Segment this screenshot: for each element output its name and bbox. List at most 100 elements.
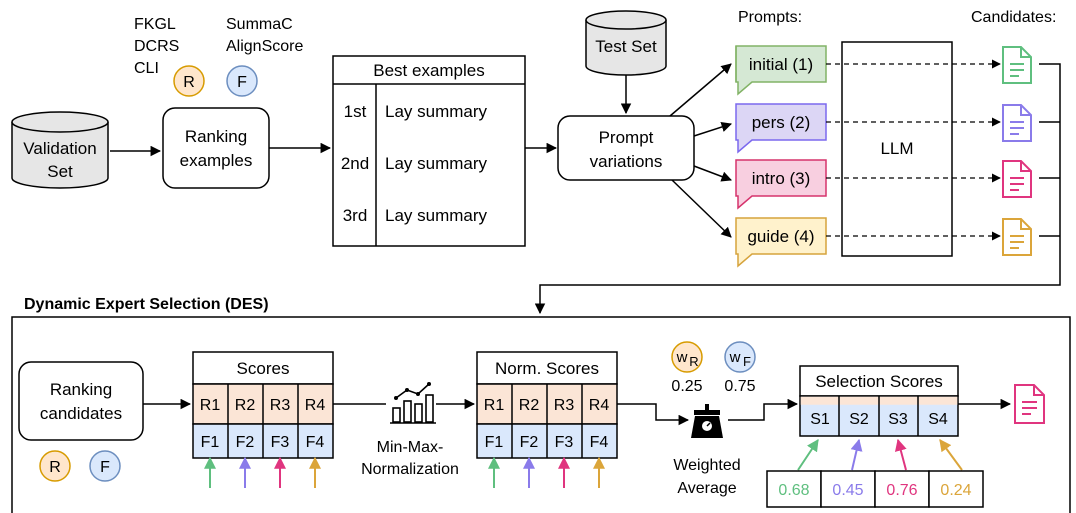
- scores-r1: R1: [200, 397, 221, 414]
- weight-f-badge: w F: [724, 341, 756, 373]
- scores-colored-arrows: [204, 456, 321, 488]
- badge-f-top: F: [226, 65, 258, 97]
- result-value-4: 0.24: [940, 482, 971, 499]
- badge-r-des-label: R: [49, 459, 61, 476]
- llm-box: LLM: [841, 41, 953, 257]
- llm-label: LLM: [880, 139, 913, 158]
- best-rank-1: 1st: [344, 102, 367, 121]
- metrics-f-list: SummaC AlignScore: [226, 16, 303, 55]
- prompt-label-1: initial (1): [749, 55, 813, 74]
- scale-icon: [691, 404, 723, 438]
- weight-r-symbol: w: [676, 349, 688, 366]
- prompt-initial: initial (1): [735, 45, 827, 96]
- test-set-label: Test Set: [595, 37, 657, 56]
- weighted-average-line2: Average: [677, 480, 736, 497]
- scores-r2: R2: [235, 397, 256, 414]
- scores-r4: R4: [305, 397, 326, 414]
- prompt-variations-box: Prompt variations: [557, 115, 695, 181]
- connector-to-des: [534, 63, 1061, 315]
- prompt-fan-arrows: [669, 63, 732, 238]
- validation-set-cylinder: Validation Set: [11, 111, 109, 189]
- bar-chart-icon: [386, 382, 436, 426]
- best-rank-2: 2nd: [341, 154, 369, 173]
- prompt-label-4: guide (4): [747, 227, 814, 246]
- scores-table: Scores R1 R2 R3 R4 F1 F2 F3 F4: [192, 351, 334, 459]
- selection-s4: S4: [928, 411, 948, 428]
- prompt-pers: pers (2): [735, 103, 827, 154]
- metric-fkgl: FKGL: [134, 16, 176, 33]
- metric-cli: CLI: [134, 60, 159, 77]
- norm-f2: F2: [520, 434, 539, 451]
- selection-colored-arrows: [797, 438, 963, 471]
- weight-r-value: 0.25: [671, 378, 702, 395]
- norm-scores-title: Norm. Scores: [495, 359, 599, 378]
- ranking-candidates-line2: candidates: [40, 404, 122, 423]
- metric-summac: SummaC: [226, 16, 293, 33]
- scores-f2: F2: [236, 434, 255, 451]
- badge-r-des: R: [39, 450, 71, 482]
- best-rank-3: 3rd: [343, 206, 368, 225]
- prompt-guide: guide (4): [735, 217, 827, 268]
- validation-set-line1: Validation: [23, 139, 96, 158]
- weight-r-badge: w R: [671, 341, 703, 373]
- weighted-average-line1: Weighted: [673, 457, 740, 474]
- best-text-2: Lay summary: [385, 154, 488, 173]
- scores-title: Scores: [237, 359, 290, 378]
- prompt-variations-line2: variations: [590, 152, 663, 171]
- weight-f-value: 0.75: [724, 378, 755, 395]
- ranking-examples-line1: Ranking: [185, 127, 247, 146]
- prompt-variations-line1: Prompt: [599, 128, 654, 147]
- scores-f3: F3: [271, 434, 290, 451]
- result-value-2: 0.45: [832, 482, 863, 499]
- candidate-doc-1-icon: [1002, 46, 1032, 84]
- norm-r4: R4: [589, 397, 610, 414]
- selected-document-icon: [1014, 384, 1045, 424]
- candidate-doc-2-icon: [1002, 104, 1032, 142]
- norm-r1: R1: [484, 397, 505, 414]
- result-value-3: 0.76: [886, 482, 917, 499]
- weight-r-sub: R: [689, 354, 698, 369]
- selection-s2: S2: [849, 411, 869, 428]
- scores-f1: F1: [201, 434, 220, 451]
- selection-s3: S3: [888, 411, 908, 428]
- weight-f-symbol: w: [729, 349, 741, 366]
- metric-alignscore: AlignScore: [226, 38, 303, 55]
- prompt-label-2: pers (2): [752, 113, 811, 132]
- norm-r2: R2: [519, 397, 540, 414]
- weight-f-sub: F: [743, 354, 751, 369]
- best-text-1: Lay summary: [385, 102, 488, 121]
- candidate-doc-4-icon: [1002, 218, 1032, 256]
- badge-f-label: F: [237, 74, 247, 91]
- ranking-examples-box: Ranking examples: [162, 107, 270, 189]
- badge-r-label: R: [183, 74, 195, 91]
- ranking-candidates-line1: Ranking: [50, 380, 112, 399]
- best-text-3: Lay summary: [385, 206, 488, 225]
- llm-dashed-arrows: [826, 59, 1001, 241]
- normalization-line1: Min-Max-: [377, 439, 444, 456]
- best-examples-table: Best examples 1st Lay summary 2nd Lay su…: [332, 55, 526, 247]
- arrow-scale-selection: [728, 398, 799, 421]
- metric-dcrs: DCRS: [134, 38, 179, 55]
- ranking-examples-line2: examples: [180, 151, 253, 170]
- norm-f3: F3: [555, 434, 574, 451]
- ranking-candidates-box: Ranking candidates: [18, 361, 144, 441]
- selection-s1: S1: [810, 411, 830, 428]
- validation-set-line2: Set: [47, 162, 73, 181]
- badge-f-des: F: [89, 450, 121, 482]
- prompts-header: Prompts:: [738, 9, 802, 26]
- prompt-intro: intro (3): [735, 159, 827, 210]
- norm-scores-table: Norm. Scores R1 R2 R3 R4 F1 F2 F3 F4: [476, 351, 618, 459]
- scores-f4: F4: [306, 434, 325, 451]
- candidate-doc-3-icon: [1002, 160, 1032, 198]
- selection-scores-title: Selection Scores: [815, 372, 943, 391]
- metrics-r-list: FKGL DCRS CLI: [134, 16, 179, 77]
- badge-r-top: R: [173, 65, 205, 97]
- best-examples-title: Best examples: [373, 61, 485, 80]
- scores-r3: R3: [270, 397, 291, 414]
- prompt-label-3: intro (3): [752, 169, 811, 188]
- normalization-line2: Normalization: [361, 461, 459, 478]
- result-values: 0.68 0.45 0.76 0.24: [766, 470, 984, 508]
- norm-f4: F4: [590, 434, 609, 451]
- des-title: Dynamic Expert Selection (DES): [24, 296, 269, 313]
